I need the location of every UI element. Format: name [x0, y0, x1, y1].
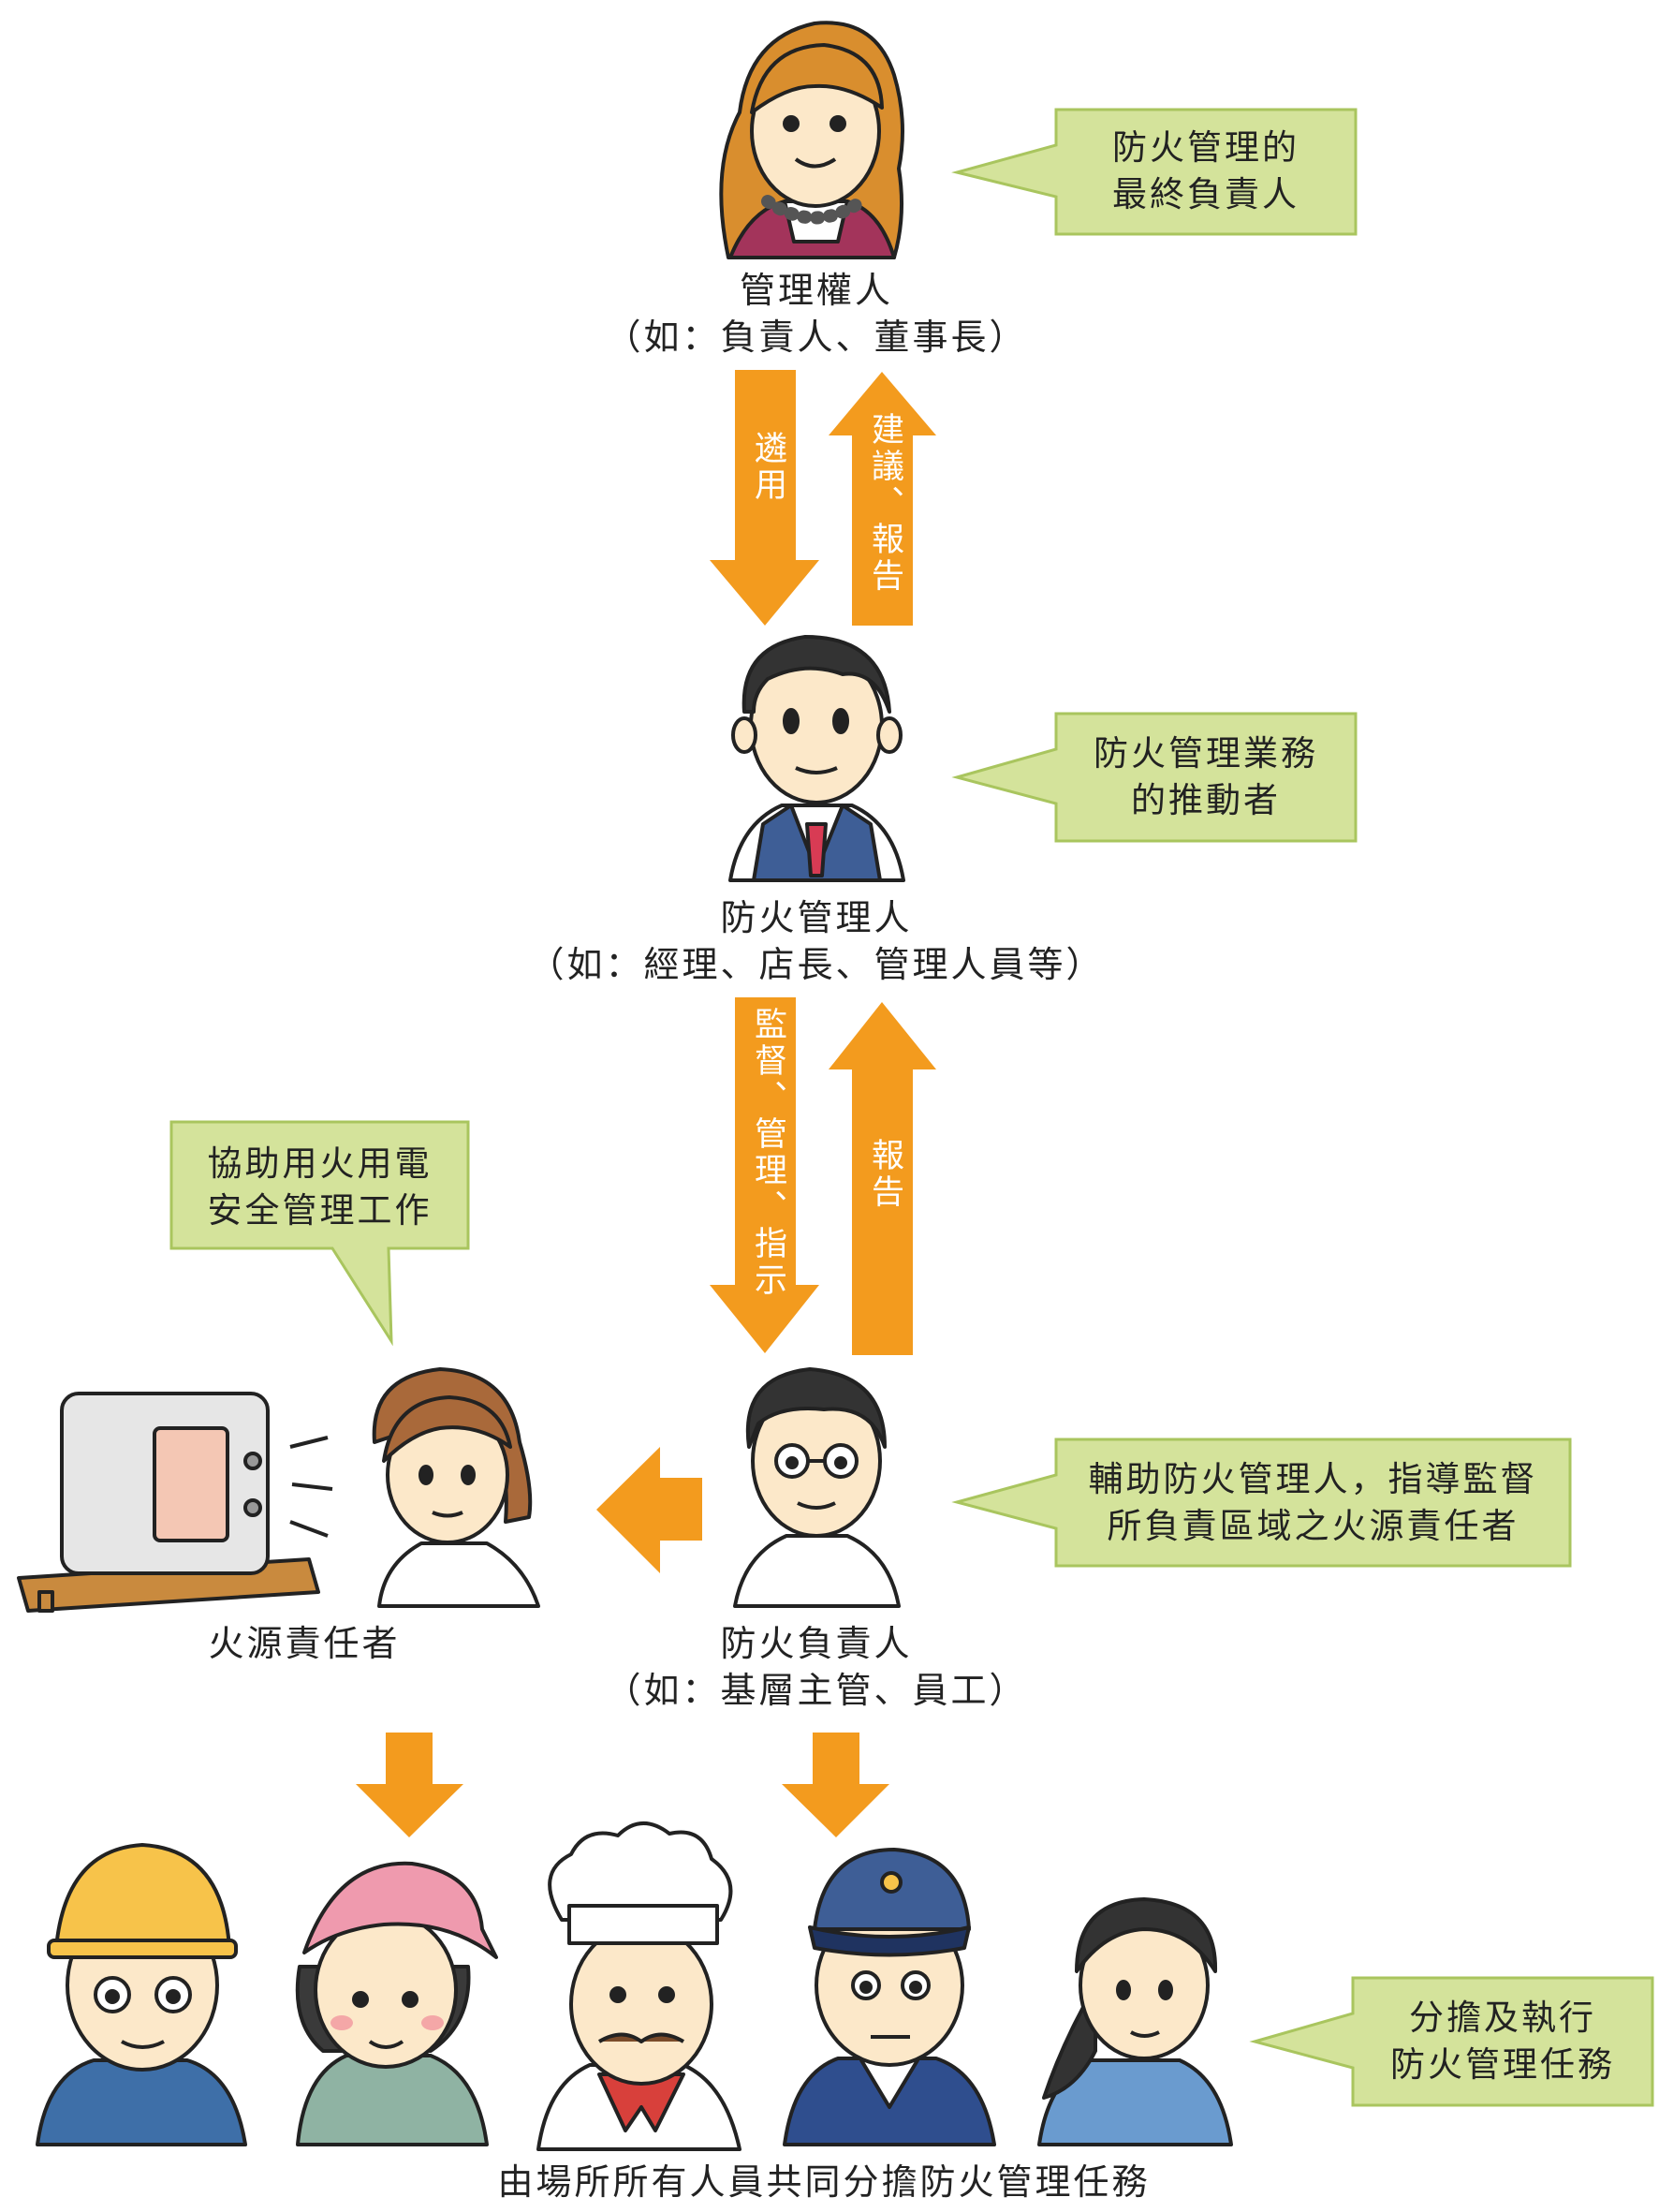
- arrow-supervise-label: 監督、管理、指示: [749, 1007, 786, 1299]
- callout-owner-line2: 最終負責人: [1112, 174, 1299, 214]
- worker-hardhat-avatar: [36, 1843, 247, 2146]
- worker-chef-avatar: [536, 1821, 741, 2151]
- callout-fire-officer: [951, 1438, 1572, 1568]
- owner-title: 管理權人: [739, 270, 893, 311]
- arrow-supervise: [710, 997, 819, 1353]
- fire-source-title: 火源責任者: [208, 1623, 401, 1664]
- arrow-delegate: [596, 1447, 702, 1573]
- manager-example: （如：經理、店長、管理人員等）: [528, 944, 1105, 985]
- microwave-icon: [17, 1392, 333, 1613]
- arrow-appoint: [710, 370, 819, 626]
- callout-fire-source: [169, 1120, 470, 1347]
- callout-everyone-line1: 分擔及執行: [1409, 1998, 1596, 2038]
- callout-owner: [951, 108, 1358, 236]
- callout-manager-line1: 防火管理業務: [1094, 733, 1318, 774]
- fire-officer-avatar: [733, 1367, 901, 1608]
- owner-example: （如：負責人、董事長）: [605, 317, 1028, 358]
- callout-fire-source-line1: 協助用火用電: [207, 1143, 433, 1184]
- manager-title: 防火管理人: [720, 897, 913, 938]
- callout-fire-officer-line2: 所負責區域之火源責任者: [1107, 1506, 1520, 1546]
- callout-owner-line1: 防火管理的: [1112, 127, 1299, 168]
- arrow-appoint-label: 遴用: [749, 431, 786, 504]
- fire-officer-example: （如：基層主管、員工）: [605, 1670, 1028, 1711]
- arrow-advise-report-label: 建議、報告: [866, 412, 903, 595]
- manager-avatar: [728, 635, 905, 882]
- callout-everyone: [1249, 1976, 1654, 2107]
- fire-officer-title: 防火負責人: [720, 1623, 913, 1664]
- worker-ponytail-avatar: [1037, 1897, 1233, 2146]
- callout-fire-officer-line1: 輔助防火管理人，指導監督: [1088, 1459, 1538, 1499]
- arrow-advise-report: [829, 372, 936, 626]
- arrow-report-label: 報告: [866, 1138, 903, 1211]
- fire-source-avatar: [372, 1367, 540, 1608]
- callout-manager: [951, 712, 1358, 843]
- footer-caption: 由場所所有人員共同分擔防火管理任務: [497, 2161, 1151, 2203]
- worker-headscarf-avatar: [295, 1861, 498, 2146]
- arrow-fire-officer-down: [782, 1733, 889, 1837]
- callout-manager-line2: 的推動者: [1131, 780, 1281, 820]
- callout-fire-source-line2: 安全管理工作: [207, 1190, 433, 1231]
- arrow-fire-source-down: [356, 1733, 463, 1837]
- owner-avatar: [719, 21, 904, 259]
- callout-everyone-line2: 防火管理任務: [1390, 2044, 1615, 2085]
- worker-guard-avatar: [783, 1848, 996, 2146]
- arrow-report: [829, 1002, 936, 1355]
